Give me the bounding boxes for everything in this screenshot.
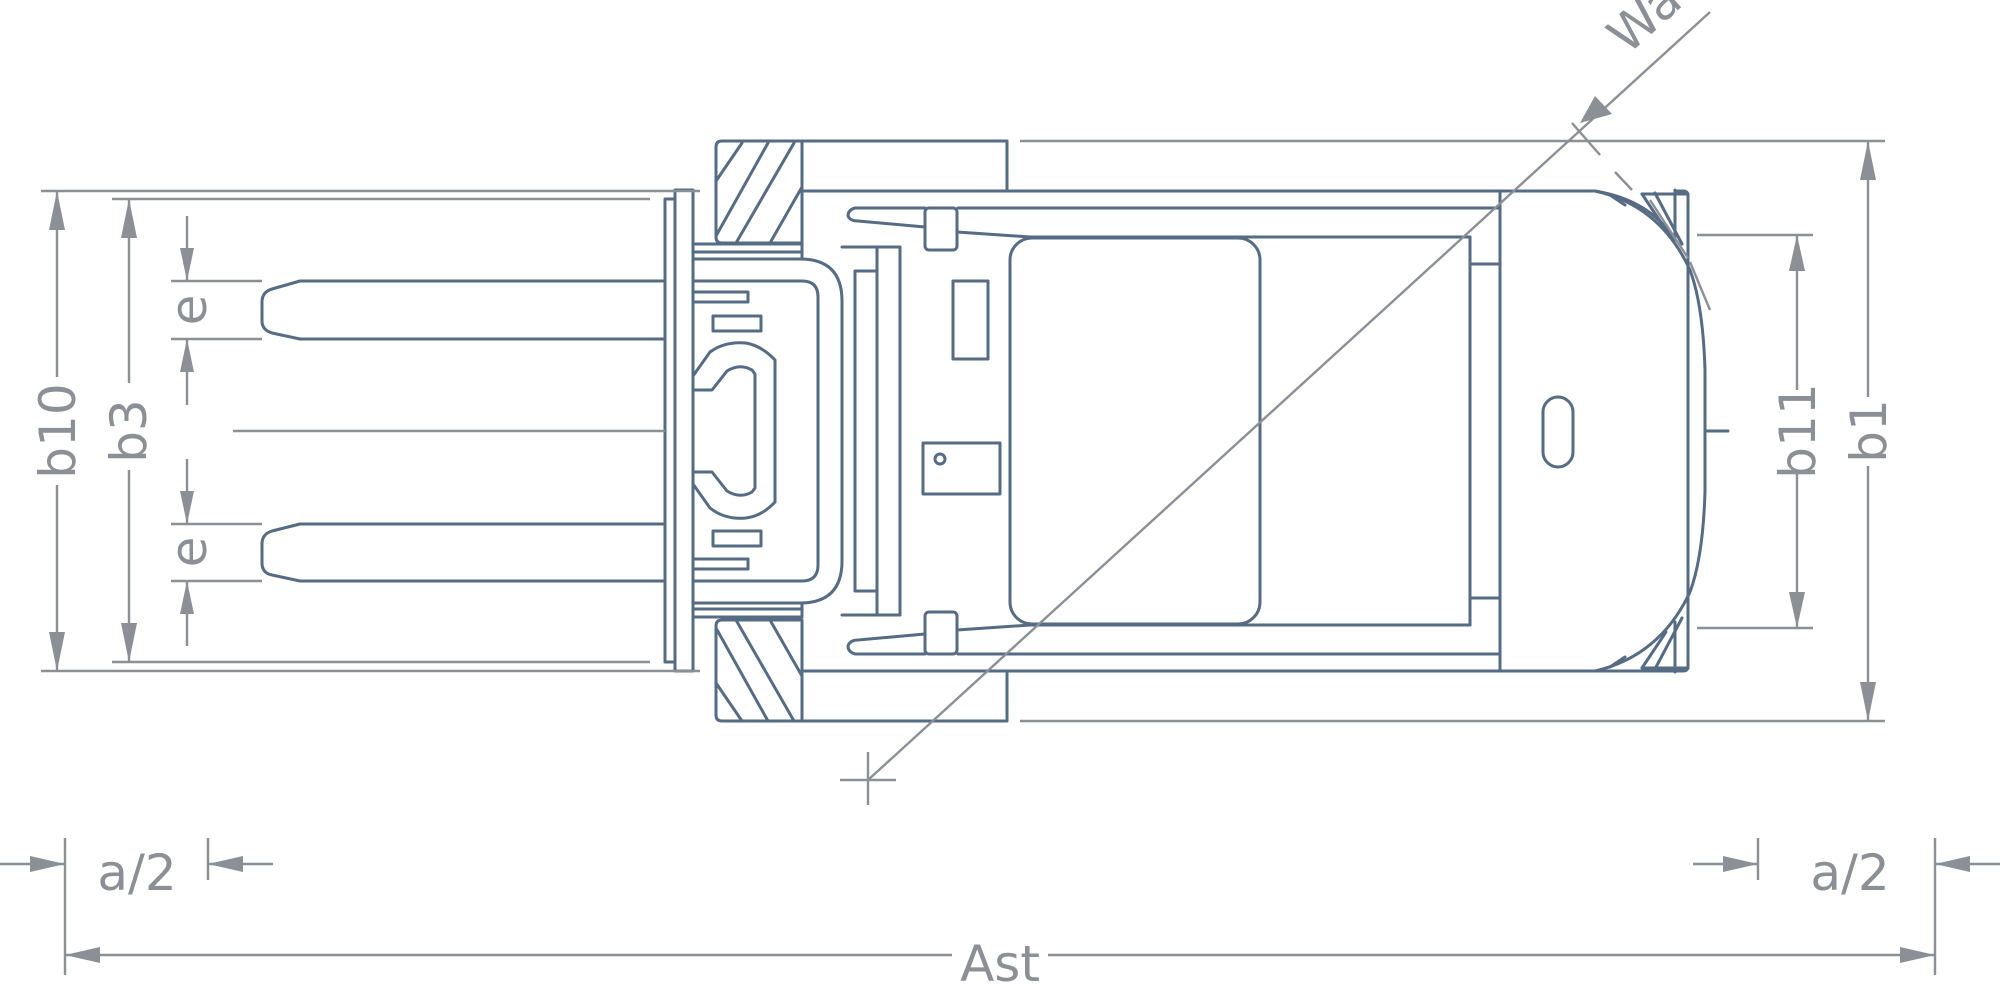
dimension-b3: [121, 199, 137, 662]
front-wheel-top: [714, 139, 804, 245]
front-wheel-bottom: [714, 618, 804, 723]
dimension-a-half-left: [0, 838, 273, 975]
label-a-half-right: a/2: [1810, 844, 1889, 902]
label-b11: b11: [1769, 383, 1827, 478]
dimension-labels: b10 b3 e e b11 b1 Wa a/2 a/2 Ast: [29, 0, 1898, 984]
fork-carriage: [663, 188, 695, 673]
counterweight-slot: [1541, 395, 1730, 469]
fork-top: [260, 279, 667, 341]
label-e-bottom: e: [160, 537, 218, 568]
dimension-e-top: [171, 216, 262, 405]
dimension-b1: [1020, 139, 1885, 723]
dimension-wa: [840, 11, 1712, 805]
dimension-e-bottom: [171, 459, 262, 646]
mast-uprights: [840, 245, 902, 617]
label-b1: b1: [1840, 399, 1898, 463]
dashboard-controls: [921, 279, 1002, 496]
label-a-half-left: a/2: [97, 844, 176, 902]
label-b10: b10: [29, 383, 87, 478]
label-wa: Wa: [1597, 0, 1693, 65]
fork-bottom: [260, 522, 667, 583]
label-e-top: e: [160, 295, 218, 326]
dimension-ast: [65, 947, 1935, 963]
dimension-b10: [49, 191, 65, 671]
front-fenders: [800, 139, 1009, 723]
label-ast: Ast: [960, 935, 1040, 984]
operator-seat: [1008, 236, 1262, 626]
dimension-a-half-right: [1693, 838, 2000, 975]
chassis: [800, 188, 1707, 674]
label-b3: b3: [100, 399, 158, 463]
truck-top-view: [260, 139, 1730, 723]
overhead-guard: [846, 206, 1502, 656]
dimension-b11: [1697, 233, 1813, 630]
mast-frame: [691, 242, 844, 619]
dimension-lines: [0, 11, 2000, 975]
